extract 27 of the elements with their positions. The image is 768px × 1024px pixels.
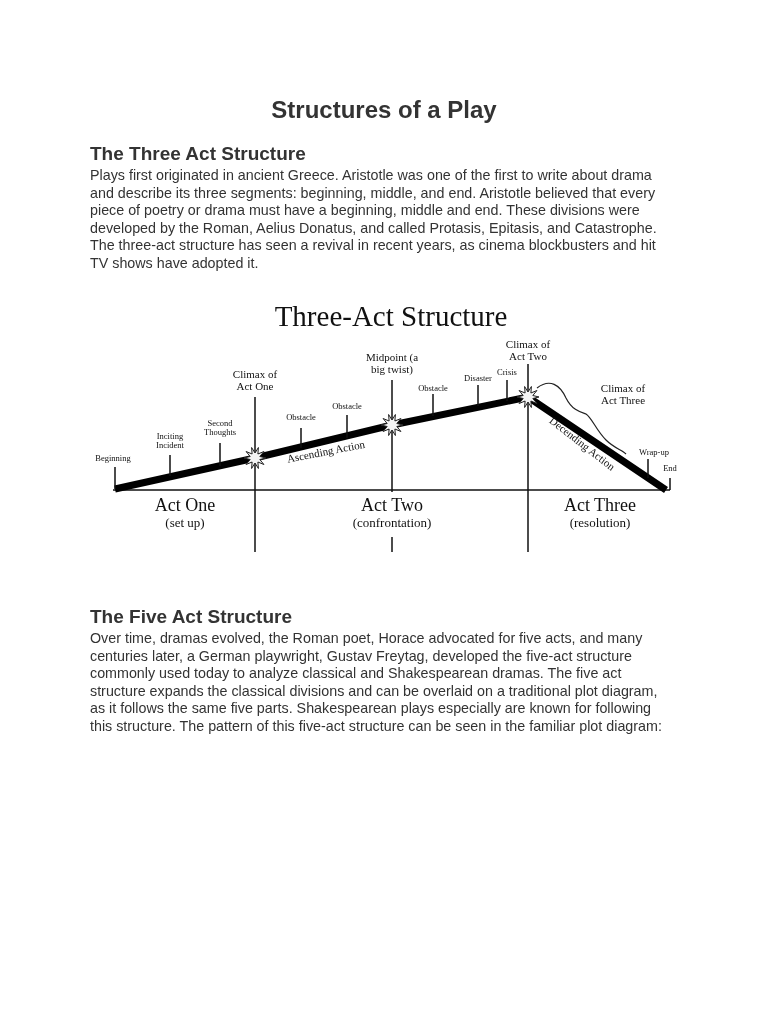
section-heading: The Three Act Structure: [90, 143, 306, 165]
line-label: Ascending Action: [286, 438, 366, 466]
plot-point-label: Midpoint (a big twist): [364, 352, 420, 376]
act-subtitle: (resolution): [569, 516, 631, 530]
act-name: Act Three: [563, 495, 637, 515]
plot-point-label: Climax of Act One: [231, 369, 279, 393]
plot-point-label: Beginning: [95, 453, 131, 463]
act-subtitle: (set up): [165, 516, 205, 530]
plot-point-label: End: [663, 463, 677, 473]
plot-point-label: Obstacle: [286, 412, 316, 422]
section-heading: The Five Act Structure: [90, 606, 292, 628]
plot-point-label: Obstacle: [418, 383, 448, 393]
plot-point-label: Second Thoughts: [202, 419, 238, 437]
plot-point-label: Obstacle: [332, 401, 362, 411]
plot-point-label: Disaster: [464, 373, 492, 383]
plot-point-label: Climax of Act Two: [504, 339, 552, 363]
act-subtitle: (confrontation): [352, 516, 432, 530]
plot-point-label: Crisis: [497, 367, 517, 377]
plot-point-label: Wrap-up: [639, 447, 669, 457]
paragraph: Over time, dramas evolved, the Roman poet, Horace advocated for five acts, and many centuries later, a German playwright, Gustav Freytag, developed the five-act structure commonly used today to analyze classical and Shakespearean dramas. The five act structure expands the classical divisions and can be overlaid on a traditional plot diagram, as it follows the same five parts. Shakespearean plays especially are known for following this structure. The pattern of this five-act structure can be seen in the familiar plot diagram:: [90, 630, 663, 735]
plot-point-label: Inciting Incident: [155, 432, 185, 450]
paragraph: Plays first originated in ancient Greece. Aristotle was one of the first to write about drama and describe its three segments: beginning, middle, and end. Aristotle believed that every piece of poetry or drama must have a beginning, middle and end. These divisions were developed by the Roman, Aelius Donatus, and called Protasis, Epitasis, and Catastrophe. The three-act structure has seen a revival in recent years, as cinema blockbusters and hit TV shows have adopted it.: [90, 167, 658, 272]
page-title: Structures of a Play: [271, 96, 497, 124]
plot-point-label: Climax of Act Three: [599, 383, 647, 407]
act-name: Act Two: [361, 495, 423, 515]
figure-heading-text: Three-Act Structure: [274, 300, 508, 332]
act-name: Act One: [154, 495, 216, 515]
